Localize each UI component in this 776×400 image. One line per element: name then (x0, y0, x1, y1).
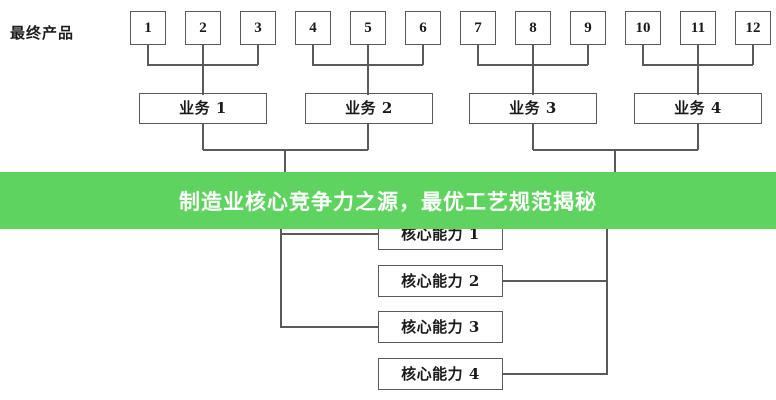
core-capability-node-4[interactable]: 核心能力 4 (378, 358, 503, 390)
final-product-node-12[interactable]: 12 (735, 11, 771, 45)
title-banner: 制造业核心竞争力之源，最优工艺规范揭秘 (0, 172, 776, 229)
final-product-node-4[interactable]: 4 (295, 11, 331, 45)
final-product-node-9[interactable]: 9 (570, 11, 606, 45)
final-product-node-3[interactable]: 3 (240, 11, 276, 45)
final-product-node-6[interactable]: 6 (405, 11, 441, 45)
business-unit-node-4[interactable]: 业务 4 (634, 93, 762, 124)
level-label-final-products: 最终产品 (10, 24, 75, 42)
final-product-node-2[interactable]: 2 (185, 11, 221, 45)
final-product-node-11[interactable]: 11 (680, 11, 716, 45)
banner-title-text: 制造业核心竞争力之源，最优工艺规范揭秘 (179, 189, 597, 214)
final-product-node-10[interactable]: 10 (625, 11, 661, 45)
core-capability-node-2[interactable]: 核心能力 2 (378, 265, 503, 297)
final-product-node-8[interactable]: 8 (515, 11, 551, 45)
business-unit-node-2[interactable]: 业务 2 (305, 93, 433, 124)
final-product-node-5[interactable]: 5 (350, 11, 386, 45)
core-capability-node-3[interactable]: 核心能力 3 (378, 311, 503, 343)
final-product-node-1[interactable]: 1 (130, 11, 166, 45)
final-product-node-7[interactable]: 7 (460, 11, 496, 45)
business-unit-node-3[interactable]: 业务 3 (469, 93, 597, 124)
business-unit-node-1[interactable]: 业务 1 (139, 93, 267, 124)
